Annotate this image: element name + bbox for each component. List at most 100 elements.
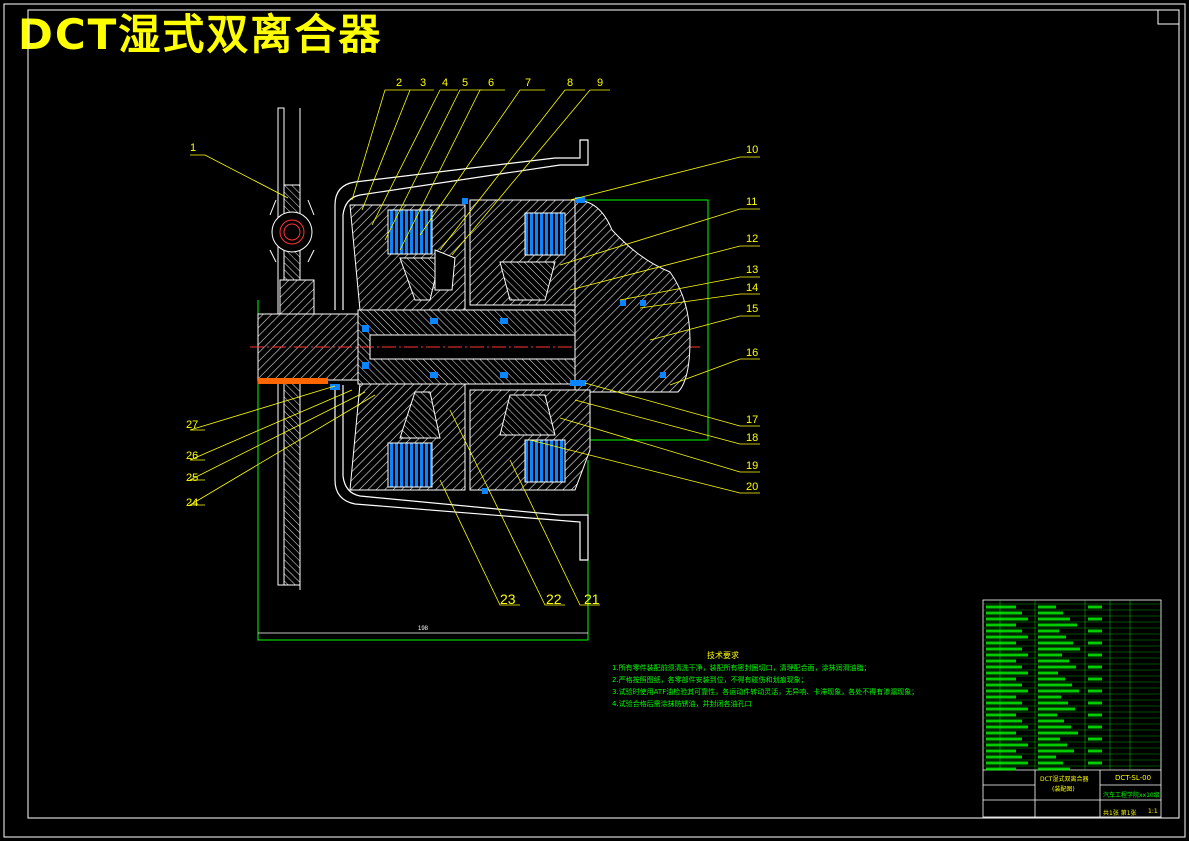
parts-list-entry [1038,761,1063,765]
drawing-title: DCT湿式双离合器 [18,10,383,59]
parts-list-entry [986,611,1022,615]
parts-list-entry [1038,743,1067,747]
callout-19: 19 [746,460,758,472]
parts-list-entry [986,605,1016,609]
callout-4: 4 [442,77,448,89]
parts-list-entry [1088,761,1102,765]
outer-border [3,3,1186,838]
parts-list-entry [1088,617,1102,621]
callout-12: 12 [746,233,758,245]
parts-list-entry [1038,701,1068,705]
parts-list-entry [1038,647,1080,651]
parts-list-entry [986,629,1022,633]
technical-requirements: 技术要求 1.所有零件装配前须清洗干净，装配所有密封圈切口，清理配合面，涂抹润滑… [612,650,918,710]
callout-8: 8 [567,77,573,89]
parts-list-entry [1038,713,1057,717]
parts-list-entry [1088,737,1102,741]
parts-list-entry [986,695,1016,699]
clutch-k1-lower [349,383,466,491]
parts-list-entry [1088,701,1102,705]
callout-16: 16 [746,347,758,359]
parts-list-entry [1088,665,1102,669]
tech-note-line: 1.所有零件装配前须清洗干净，装配所有密封圈切口，清理配合面，涂抹润滑油脂； [612,664,871,672]
input-hub [257,313,359,384]
parts-list-entry [1038,653,1062,657]
parts-list-entry [1088,629,1102,633]
parts-list-entry [986,707,1028,711]
tb-drawing-sub: (装配图) [1052,786,1075,793]
parts-list-entry [986,641,1016,645]
parts-list-entry [1038,635,1066,639]
tech-note-line: 3.试验时使用ATF油检验其可靠性，各运动件转动灵活，无异响、卡滞现象，各处不得… [612,688,919,696]
tech-notes-title: 技术要求 [707,651,739,660]
parts-list-entry [1088,689,1102,693]
parts-list-entry [1038,689,1079,693]
callout-13: 13 [746,264,758,276]
parts-list-entry [1038,749,1074,753]
callout-14: 14 [746,282,758,294]
callout-labels: 1 2 3 4 5 6 7 8 9 10 11 12 13 14 15 16 1… [186,77,758,607]
parts-list-entry [986,713,1016,717]
parts-list-entries [986,605,1102,771]
tech-note-line: 4.试验合格后需涂抹防锈油，并封闭各油孔口 [612,700,752,708]
parts-list-entry [986,701,1022,705]
tb-school: 汽车工程学院xx10级 [1103,792,1160,799]
parts-list-entry [986,743,1028,747]
callout-18: 18 [746,432,758,444]
parts-list-rows [983,603,1161,767]
parts-list-entry [1038,665,1076,669]
callout-11: 11 [746,196,757,208]
parts-list-entry [986,719,1022,723]
parts-list-entry [1038,671,1058,675]
parts-list-entry [1038,677,1065,681]
parts-list-entry [986,725,1028,729]
parts-list-entry [1038,605,1056,609]
callout-5: 5 [462,77,468,89]
parts-list-entry [986,617,1028,621]
parts-list-entry [986,731,1016,735]
parts-list-entry [986,623,1016,627]
callout-20: 20 [746,481,758,493]
parts-list-entry [1038,695,1061,699]
parts-list-entry [1038,719,1064,723]
callout-17: 17 [746,414,758,426]
parts-list-entry [1088,725,1102,729]
parts-list-entry [1038,755,1056,759]
callout-23: 23 [500,591,516,607]
callout-10: 10 [746,144,758,156]
tb-scale: 1:1 [1148,808,1158,815]
parts-list-entry [1038,683,1072,687]
parts-list-entry [986,665,1022,669]
clutch-k2-upper [469,199,591,306]
parts-list-entry [986,767,1016,771]
parts-list-entry [1038,641,1073,645]
parts-list-entry [1088,677,1102,681]
parts-list-entry [1038,707,1075,711]
parts-list-entry [1038,617,1070,621]
callout-25: 25 [186,472,198,484]
parts-list-entry [986,761,1028,765]
dimension-text: 198 [418,626,429,632]
parts-list-entry [1038,725,1071,729]
callout-7: 7 [525,77,531,89]
callout-2: 2 [396,77,402,89]
callout-3: 3 [420,77,426,89]
parts-list-entry [1038,767,1070,771]
parts-list-entry [1088,749,1102,753]
tb-drawing-name: DCT湿式双离合器 [1040,776,1089,783]
callout-1: 1 [190,142,196,154]
parts-list-entry [986,671,1028,675]
callout-27: 27 [186,419,198,431]
parts-list-entry [1088,653,1102,657]
callout-22: 22 [546,591,562,607]
parts-list-entry [1038,623,1077,627]
clutch-k1-upper [349,204,466,311]
tech-note-line: 2.严格按照图纸，各零部件安装到位，不得有碰伤和划痕现象； [612,676,808,684]
parts-list-entry [986,653,1028,657]
callout-15: 15 [746,303,758,315]
parts-list-entry [1088,713,1102,717]
parts-list-entry [1038,659,1069,663]
leader-lines [188,89,760,606]
parts-list-entry [986,737,1022,741]
